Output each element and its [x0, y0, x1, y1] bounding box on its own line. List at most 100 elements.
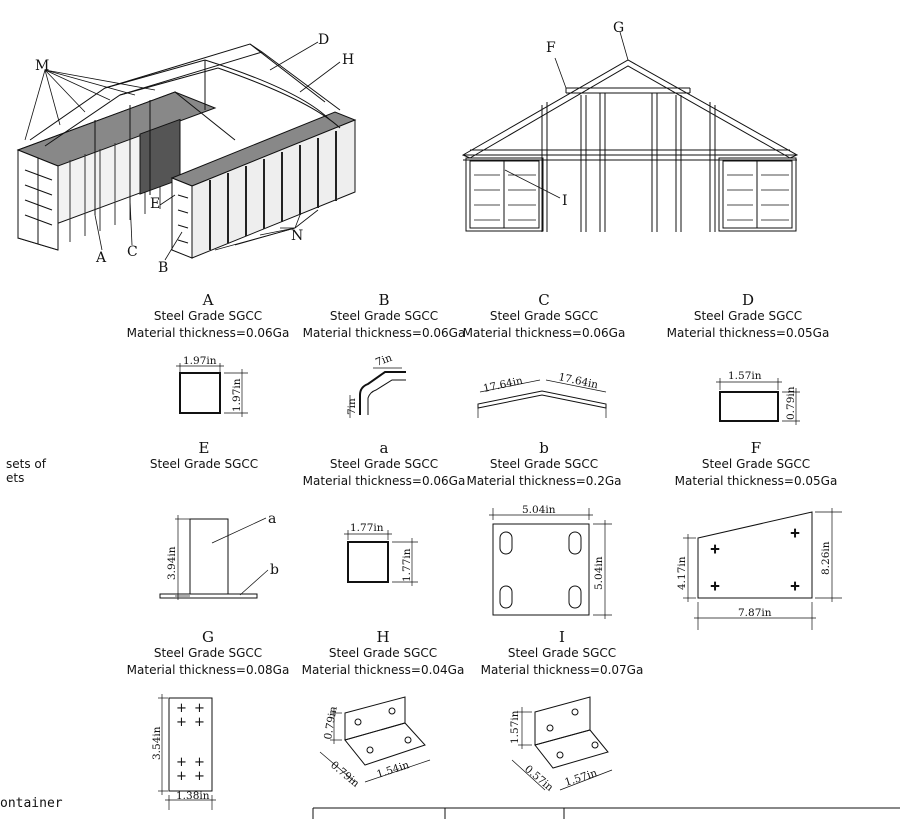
part-f-thickness: Material thickness=0.05Ga	[674, 474, 838, 488]
svg-text:+: +	[176, 715, 187, 730]
part-e-header: E Steel Grade SGCC	[104, 440, 304, 473]
part-e-letter: E	[198, 439, 210, 457]
dim-a-height: 1.97in	[231, 378, 243, 412]
part-i-header: I Steel Grade SGCC Material thickness=0.…	[462, 629, 662, 679]
part-g-grade: Steel Grade SGCC	[153, 646, 263, 660]
callout-leaders	[24, 41, 341, 261]
part-b-letter: B	[378, 291, 390, 309]
part-h-thickness: Material thickness=0.04Ga	[301, 663, 465, 677]
part-small-b-thickness: Material thickness=0.2Ga	[466, 474, 622, 488]
part-i-drawing	[511, 696, 613, 791]
part-a-thickness: Material thickness=0.06Ga	[126, 326, 290, 340]
callout-e: E	[150, 196, 160, 212]
right-container	[170, 111, 357, 259]
dim-i-bottom: 1.57in	[563, 767, 599, 789]
footer-fragment: ontainer	[0, 796, 63, 811]
part-h-header: H Steel Grade SGCC Material thickness=0.…	[283, 629, 483, 679]
callout-g: G	[613, 20, 624, 36]
part-f-grade: Steel Grade SGCC	[701, 457, 811, 471]
part-c-header: C Steel Grade SGCC Material thickness=0.…	[444, 292, 644, 342]
part-d-header: D Steel Grade SGCC Material thickness=0.…	[648, 292, 848, 342]
svg-text:+: +	[194, 755, 205, 770]
part-g-holes: ++ ++ ++ ++	[176, 701, 205, 784]
part-g-header: G Steel Grade SGCC Material thickness=0.…	[108, 629, 308, 679]
part-d-drawing	[716, 378, 800, 425]
part-e-drawing	[159, 515, 269, 600]
dim-f-left: 4.17in	[676, 556, 688, 590]
part-a-letter: A	[202, 291, 214, 309]
part-c-letter: C	[538, 291, 550, 309]
part-small-a-header: a Steel Grade SGCC Material thickness=0.…	[284, 440, 484, 490]
part-small-b-grade: Steel Grade SGCC	[489, 457, 599, 471]
side-note: sets of ets	[6, 457, 46, 485]
part-a-header: A Steel Grade SGCC Material thickness=0.…	[108, 292, 308, 342]
part-d-grade: Steel Grade SGCC	[693, 309, 803, 323]
part-i-grade: Steel Grade SGCC	[507, 646, 617, 660]
callout-b: B	[158, 260, 168, 276]
dim-small-a-height: 1.77in	[401, 548, 413, 582]
label-e-b: b	[270, 562, 279, 578]
part-small-a-grade: Steel Grade SGCC	[329, 457, 439, 471]
side-note-line-2: ets	[6, 471, 25, 485]
dim-d-width: 1.57in	[728, 370, 762, 382]
part-f-holes: ++ ++	[710, 526, 801, 594]
part-i-letter: I	[559, 628, 565, 646]
callout-n: N	[291, 228, 303, 244]
dim-i-diag: 0.57in	[522, 763, 556, 794]
part-small-b-letter: b	[539, 439, 549, 457]
side-note-line-1: sets of	[6, 457, 46, 471]
dim-small-b-width: 5.04in	[522, 504, 556, 516]
part-d-thickness: Material thickness=0.05Ga	[666, 326, 830, 340]
svg-text:+: +	[176, 769, 187, 784]
part-small-b-drawing	[489, 508, 612, 619]
part-h-letter: H	[376, 628, 390, 646]
callout-c: C	[127, 244, 138, 260]
callout-h: H	[342, 52, 354, 68]
dim-g-height: 3.54in	[151, 726, 163, 760]
part-i-thickness: Material thickness=0.07Ga	[480, 663, 644, 677]
svg-text:+: +	[790, 579, 800, 593]
dim-e-height: 3.94in	[166, 546, 178, 580]
part-small-a-thickness: Material thickness=0.06Ga	[302, 474, 466, 488]
dim-h-bottom: 1.54in	[375, 759, 411, 781]
part-a-drawing	[176, 363, 248, 417]
part-g-thickness: Material thickness=0.08Ga	[126, 663, 290, 677]
part-g-letter: G	[202, 628, 214, 646]
part-small-a-letter: a	[379, 439, 389, 457]
part-h-grade: Steel Grade SGCC	[328, 646, 438, 660]
part-f-drawing	[683, 508, 842, 630]
part-small-a-drawing	[344, 530, 418, 586]
svg-text:+: +	[176, 755, 187, 770]
dim-a-width: 1.97in	[183, 355, 217, 367]
part-e-grade: Steel Grade SGCC	[149, 457, 259, 471]
dim-b-top: 7in	[374, 352, 394, 369]
svg-text:+: +	[176, 701, 187, 716]
callout-i: I	[562, 193, 568, 209]
dim-f-bottom: 7.87in	[738, 607, 772, 619]
part-c-drawing	[477, 379, 607, 418]
dim-c-right: 17.64in	[557, 371, 599, 391]
part-b-grade: Steel Grade SGCC	[329, 309, 439, 323]
dim-small-b-height: 5.04in	[593, 556, 605, 590]
dim-d-height: 0.79in	[785, 386, 797, 420]
part-d-letter: D	[741, 291, 755, 309]
svg-text:+: +	[710, 579, 720, 593]
bottom-table-fragment	[312, 807, 900, 819]
dim-h-side: 0.79in	[322, 705, 340, 740]
part-h-drawing	[319, 696, 431, 783]
dim-g-width: 1.38in	[176, 790, 210, 802]
dim-f-right: 8.26in	[820, 541, 832, 575]
part-g-drawing	[158, 694, 216, 810]
dim-b-side: 7in	[346, 398, 358, 415]
roof-frame	[29, 43, 341, 215]
dim-h-diag: 0.79in	[328, 759, 362, 790]
part-b-header: B Steel Grade SGCC Material thickness=0.…	[284, 292, 484, 342]
dim-c-left: 17.64in	[482, 375, 524, 395]
part-c-thickness: Material thickness=0.06Ga	[462, 326, 626, 340]
part-small-b-header: b Steel Grade SGCC Material thickness=0.…	[444, 440, 644, 490]
svg-text:+: +	[790, 526, 800, 540]
part-f-letter: F	[750, 439, 762, 457]
